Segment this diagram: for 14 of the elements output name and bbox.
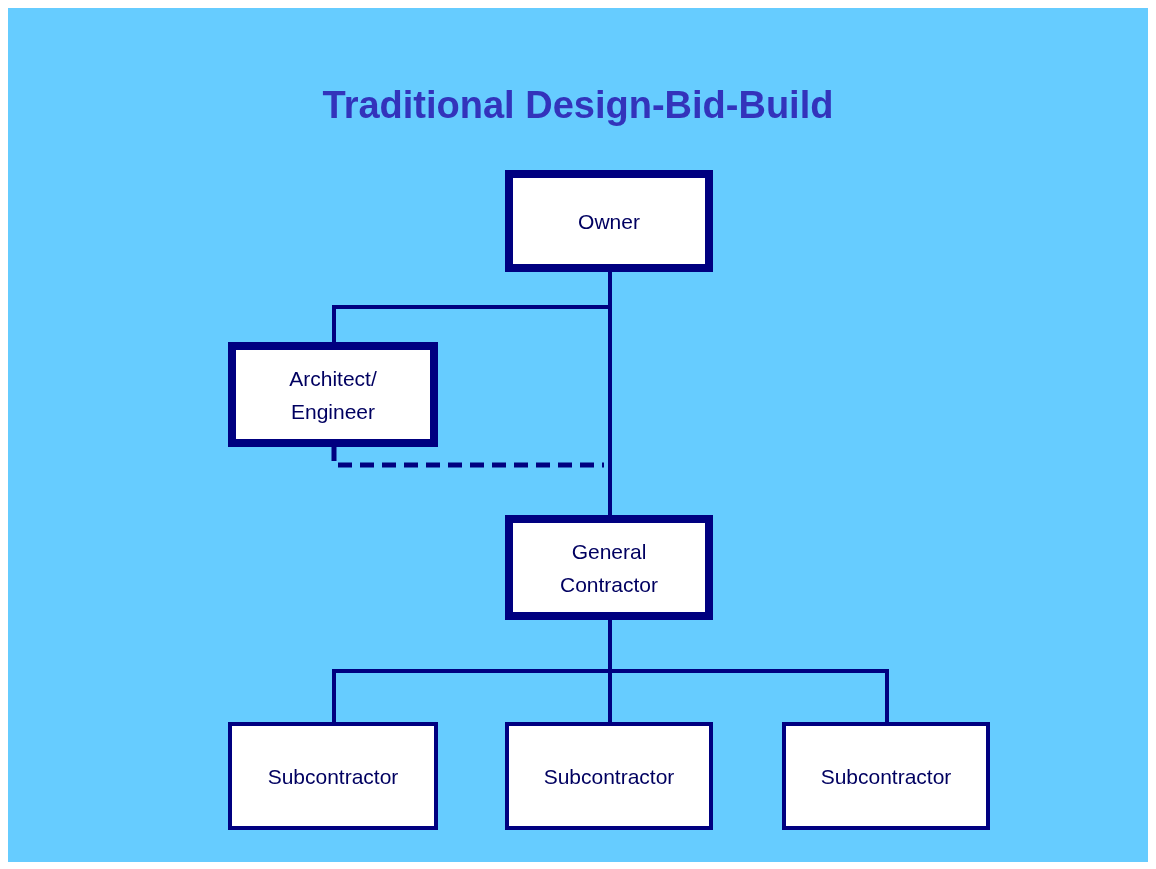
- org-box: [228, 722, 438, 830]
- node-label: Subcontractor: [543, 763, 675, 790]
- node-label: Owner: [578, 208, 640, 235]
- node-label: Subcontractor: [820, 763, 952, 790]
- node-label: General Contractor: [558, 538, 659, 598]
- dashed-connector: [331, 447, 604, 468]
- org-box: [505, 722, 713, 830]
- node-label: Architect/ Engineer: [288, 365, 378, 425]
- org-box: [228, 342, 438, 447]
- org-box: [505, 515, 713, 620]
- diagram-title: Traditional Design-Bid-Build: [322, 84, 834, 127]
- node-label: Subcontractor: [267, 763, 399, 790]
- org-box: [782, 722, 990, 830]
- org-box: [505, 170, 713, 272]
